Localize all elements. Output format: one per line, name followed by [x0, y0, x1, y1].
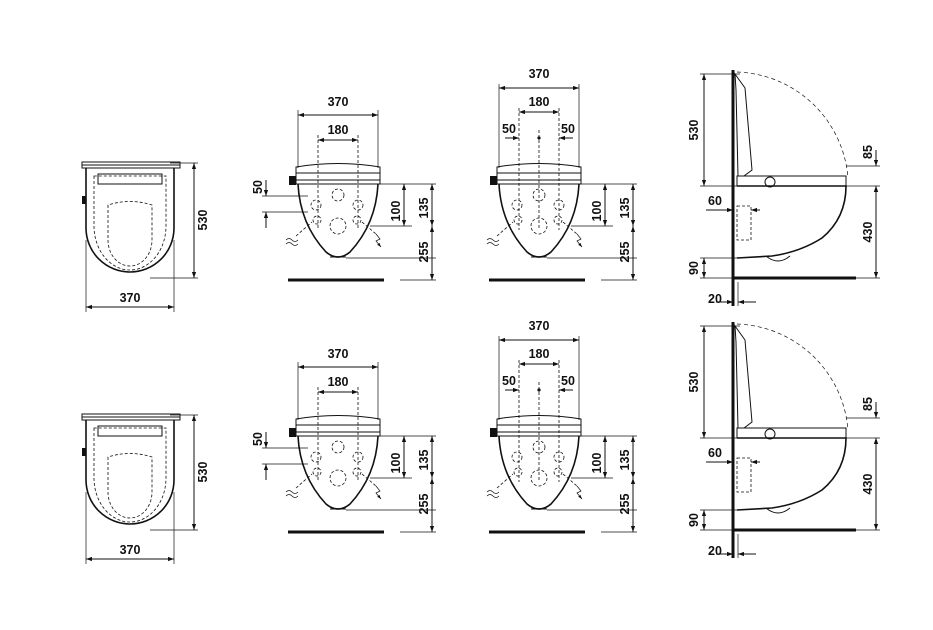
dim-255-label: 255: [618, 242, 632, 263]
dim-255-label: 255: [618, 494, 632, 515]
dim-135-label: 135: [618, 198, 632, 219]
front-view-a-drawing: 370 180 50 100 135 255: [251, 95, 436, 280]
top-view-drawing: 530 370: [82, 414, 210, 564]
dim-inner-label: 180: [328, 123, 349, 137]
dim-depth-label: 530: [196, 210, 210, 231]
dim-left-offset-label: 50: [502, 122, 516, 136]
front-view-b-drawing: 370 180 50 50 100 135 255: [487, 67, 637, 280]
dim-100-label: 100: [590, 201, 604, 222]
dim-width-label: 370: [120, 543, 141, 557]
dim-height-label: 530: [687, 372, 701, 393]
dim-lid-label: 85: [861, 145, 875, 159]
dim-100-label: 100: [389, 201, 403, 222]
dim-255-label: 255: [417, 494, 431, 515]
dim-overall-label: 370: [328, 347, 349, 361]
dim-inner-label: 180: [529, 347, 550, 361]
dim-lid-label: 85: [861, 397, 875, 411]
dim-width-label: 370: [120, 291, 141, 305]
dim-90-label: 90: [687, 513, 701, 527]
dim-overall-label: 370: [328, 95, 349, 109]
dim-right-offset-label: 50: [561, 122, 575, 136]
dim-60-label: 60: [708, 446, 722, 460]
dim-inner-label: 180: [328, 375, 349, 389]
side-view-drawing: 530 85 60 430 90 20: [687, 322, 880, 558]
dim-overall-label: 370: [529, 319, 550, 333]
dim-90-label: 90: [687, 261, 701, 275]
row-1: 530 370 370: [82, 67, 880, 312]
row-2: 530 370 370 180 50 100 135: [82, 319, 880, 564]
dim-20-label: 20: [708, 544, 722, 558]
dim-60-label: 60: [708, 194, 722, 208]
dim-depth-label: 530: [196, 462, 210, 483]
dim-135-label: 135: [618, 450, 632, 471]
dim-inner-label: 180: [529, 95, 550, 109]
front-view-b-drawing: 370 180 50 50 100 135 255: [487, 319, 637, 532]
top-view-drawing: 530 370: [82, 162, 210, 312]
dim-seat-gap-label: 50: [251, 432, 265, 446]
side-view-drawing: 530 85 60 430 90 20: [687, 70, 880, 306]
dim-255-label: 255: [417, 242, 431, 263]
dim-left-offset-label: 50: [502, 374, 516, 388]
dim-135-label: 135: [417, 450, 431, 471]
dim-height-label: 530: [687, 120, 701, 141]
dim-100-label: 100: [590, 453, 604, 474]
front-view-a-drawing: 370 180 50 100 135 255: [251, 347, 436, 532]
dim-100-label: 100: [389, 453, 403, 474]
dim-20-label: 20: [708, 292, 722, 306]
dim-430-label: 430: [861, 222, 875, 243]
dim-430-label: 430: [861, 474, 875, 495]
dim-overall-label: 370: [529, 67, 550, 81]
dim-135-label: 135: [417, 198, 431, 219]
dim-seat-gap-label: 50: [251, 180, 265, 194]
dim-right-offset-label: 50: [561, 374, 575, 388]
